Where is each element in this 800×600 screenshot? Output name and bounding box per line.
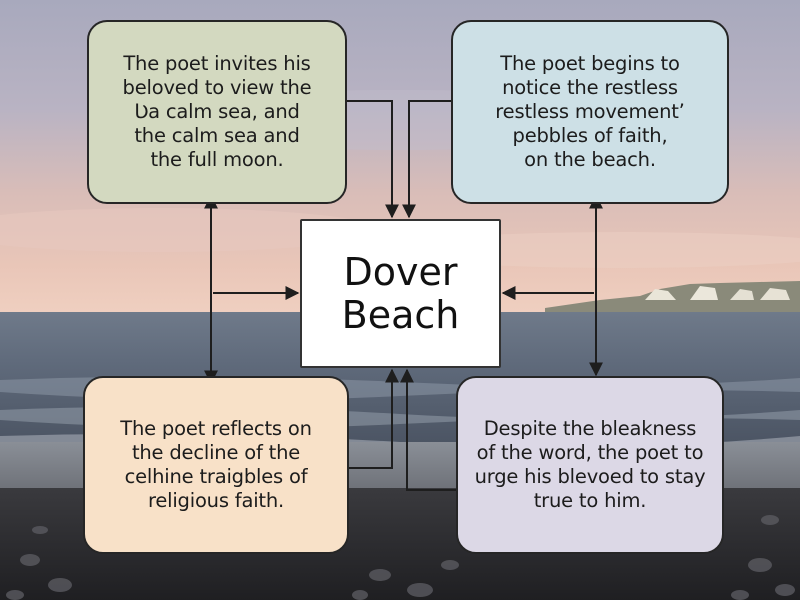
center-title-line: Dover — [343, 249, 458, 294]
center-title-line: Beach — [341, 292, 460, 337]
top-left-line: the calm sea and — [134, 124, 300, 148]
top-right-box: The poet begins to notice the restless r… — [451, 20, 729, 204]
bottom-left-line: The poet reflects on — [120, 416, 312, 440]
top-right-box-text: The poet begins to notice the restless r… — [495, 51, 685, 173]
center-title-box: Dover Beach — [300, 219, 501, 368]
top-left-line: The poet invites his — [123, 51, 311, 75]
bottom-right-line: urge his blevoed to stay — [474, 465, 706, 488]
top-right-line: restless movement’ — [495, 99, 685, 123]
top-left-box: The poet invites his beloved to view the… — [87, 20, 347, 204]
bottom-left-line: the decline of the — [131, 440, 301, 464]
top-right-line: The poet begins to — [500, 51, 680, 75]
top-right-line: pebbles of faith, — [512, 124, 668, 148]
top-left-box-text: The poet invites his beloved to view the… — [123, 52, 312, 173]
bottom-left-box-text: The poet reflects on the decline of the … — [120, 417, 312, 514]
bottom-right-line: true to him. — [533, 489, 647, 513]
bottom-left-line: celhine traigbles of — [124, 465, 308, 488]
top-left-line: Ʋa calm sea, and — [134, 99, 300, 123]
top-left-line: beloved to view the — [122, 75, 312, 99]
bottom-right-box-text: Despite the bleakness of the word, the p… — [475, 417, 706, 514]
top-right-line: on the beach. — [524, 148, 656, 172]
bottom-left-line: religious faith. — [147, 489, 285, 513]
bottom-left-box: The poet reflects on the decline of the … — [83, 376, 349, 554]
bottom-right-line: of the word, the poet to — [476, 440, 704, 464]
top-right-line: notice the restless — [502, 75, 678, 99]
center-title: Dover Beach — [342, 251, 460, 336]
top-left-line: the full moon. — [150, 148, 284, 172]
bottom-right-line: Despite the bleakness — [483, 416, 697, 440]
bottom-right-box: Despite the bleakness of the word, the p… — [456, 376, 724, 554]
